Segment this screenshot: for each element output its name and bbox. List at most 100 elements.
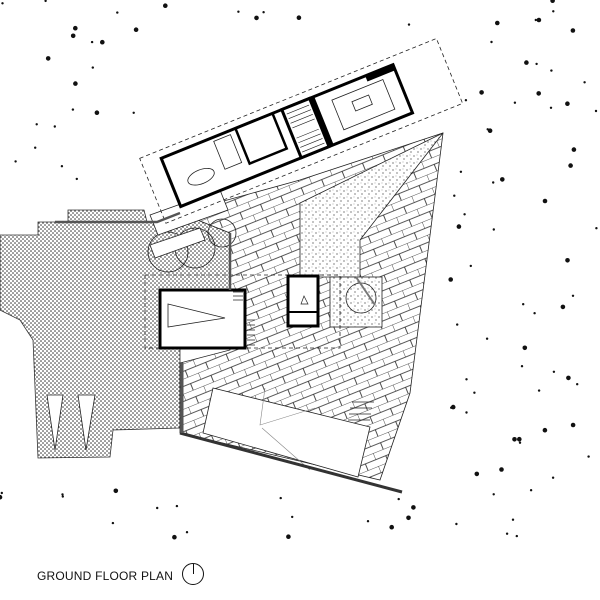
site-dot [94, 110, 100, 115]
site-dot [570, 422, 576, 428]
site-dot [536, 17, 542, 23]
tree [207, 218, 237, 248]
site-dot [14, 160, 17, 163]
site-dot [450, 404, 456, 410]
site-dot [550, 69, 553, 72]
site-dot [492, 493, 495, 496]
roof-outline [139, 37, 464, 224]
site-dot [185, 531, 189, 534]
site-dot [448, 277, 454, 282]
site-dot [587, 455, 590, 458]
site-dot [455, 522, 458, 526]
site-dot [279, 496, 282, 500]
site-dot [583, 81, 586, 84]
site-dot [111, 521, 115, 525]
site-dot [542, 198, 548, 204]
site-dot [407, 23, 411, 26]
site-dot [518, 441, 522, 444]
site-dot [411, 505, 416, 510]
site-dot [44, 0, 47, 3]
site-dot [474, 471, 480, 477]
site-dot [397, 497, 400, 501]
site-dot [463, 213, 466, 216]
site-dot [456, 224, 462, 229]
site-dot [91, 66, 95, 69]
site-dot [533, 312, 536, 315]
site-dot [0, 491, 3, 495]
site-dot [156, 506, 159, 510]
site-dot [552, 10, 555, 13]
site-dot [512, 437, 517, 442]
site-dot [505, 532, 509, 535]
site-dot [262, 11, 265, 14]
gravel-garden [299, 132, 444, 278]
site-dot [73, 25, 78, 31]
site-dot [529, 489, 533, 492]
site-dot [70, 33, 76, 39]
site-dot [595, 227, 598, 230]
site-dot [53, 125, 56, 128]
site-dot [113, 488, 119, 494]
site-dot [286, 534, 291, 539]
site-dot [550, 0, 555, 3]
site-dot [473, 391, 476, 394]
site-dot [1, 2, 4, 5]
site-dot [571, 294, 575, 297]
site-dot [517, 436, 522, 442]
site-dot [570, 28, 576, 33]
site-dot [486, 128, 489, 131]
site-dot [133, 27, 139, 32]
site-dot [34, 146, 37, 149]
site-dot [568, 163, 573, 168]
dining-table [187, 167, 215, 186]
site-dot [499, 467, 504, 472]
site-dot [459, 170, 463, 173]
pool [158, 288, 247, 350]
north-arrow-icon [182, 563, 204, 585]
site-dot [515, 534, 518, 538]
site-dot [61, 495, 64, 498]
site-dot [566, 375, 571, 381]
driveway-marker [46, 394, 64, 451]
site-dot [542, 427, 548, 433]
site-dot [565, 258, 570, 263]
site-dot [465, 378, 468, 381]
site-dot [469, 264, 472, 268]
site-dot [536, 91, 541, 96]
house [139, 37, 464, 224]
site-dot [175, 504, 179, 508]
site-dot [594, 109, 598, 113]
site-dot [172, 534, 177, 540]
site-dot [35, 123, 38, 126]
site-dot [71, 108, 75, 111]
entry-court [329, 276, 383, 328]
site-dot [560, 304, 566, 310]
lawn-plan [202, 387, 371, 478]
site-dot [453, 194, 456, 197]
site-dot [492, 181, 495, 184]
site-dot [549, 106, 553, 110]
site-dot [73, 81, 78, 86]
site-dot [389, 524, 395, 530]
site-dot [500, 177, 505, 182]
site-dot [551, 476, 555, 479]
site-dot [537, 389, 541, 392]
site-dot [534, 18, 537, 22]
site-dot [465, 411, 468, 414]
site-dot [61, 493, 64, 496]
site-dot [291, 515, 294, 519]
kitchen-island [213, 134, 243, 170]
site-dot [366, 520, 370, 523]
site-dot [296, 15, 302, 20]
site-dot [464, 99, 468, 102]
site-dot [116, 11, 119, 14]
site-dot [163, 3, 168, 9]
site-dot [406, 515, 411, 521]
site-dot [60, 165, 64, 168]
site-dot [485, 337, 489, 340]
site-dot [576, 383, 579, 386]
driveway-marker [77, 394, 96, 451]
site-dots [0, 0, 598, 540]
house-walls [159, 62, 415, 209]
